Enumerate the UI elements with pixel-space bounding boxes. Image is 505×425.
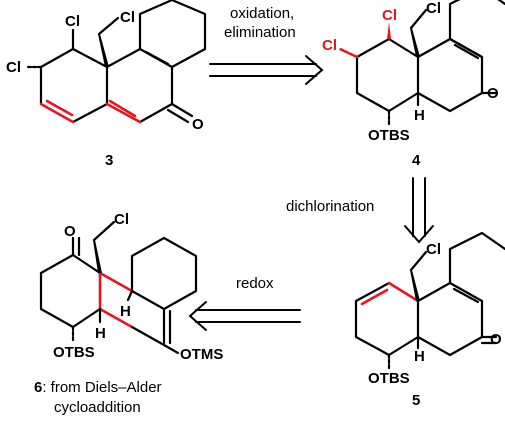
compound-5-oxygen: O xyxy=(490,331,502,348)
compound-5-otbs: OTBS xyxy=(368,370,410,387)
compound-6-otms: OTMS xyxy=(180,346,223,363)
compound-6-structure xyxy=(39,220,198,355)
compound-5-number: 5 xyxy=(412,392,420,409)
compound-4-cl-b: Cl xyxy=(322,37,337,54)
compound-3-cl-b: Cl xyxy=(6,59,21,76)
compound-4-oxygen: O xyxy=(487,85,499,102)
compound-4-hydrogen: H xyxy=(414,107,425,124)
arrow-label-elimination: elimination xyxy=(224,24,296,41)
compound-3-structure xyxy=(26,0,207,124)
compound-4-cl-a: Cl xyxy=(382,7,397,24)
compound-4-number: 4 xyxy=(412,152,421,169)
compound-3-oxygen: O xyxy=(192,116,204,133)
compound-5-cl-c: Cl xyxy=(426,241,441,258)
arrow-label-dichlorination: dichlorination xyxy=(286,198,374,215)
compound-5-structure xyxy=(354,231,505,370)
compound-6-hydrogen-2: H xyxy=(95,325,106,342)
compound-6-caption-line-1: : from Diels–Alder xyxy=(42,379,161,396)
compound-6-otbs: OTBS xyxy=(53,344,95,361)
arrow-dichlorination xyxy=(404,177,434,244)
compound-6-cl-c: Cl xyxy=(114,211,129,228)
compound-4-otbs: OTBS xyxy=(368,127,410,144)
compound-3-number: 3 xyxy=(105,152,113,169)
compound-6-oxygen: O xyxy=(64,223,76,240)
arrow-label-redox: redox xyxy=(236,275,274,292)
compound-5-hydrogen: H xyxy=(414,348,425,365)
compound-6-number: 6 xyxy=(34,379,42,396)
compound-3-cl-c: Cl xyxy=(120,9,135,26)
compound-4-structure xyxy=(338,0,505,126)
compound-4-cl-c: Cl xyxy=(426,0,441,17)
compound-3-cl-a: Cl xyxy=(65,13,80,30)
arrow-redox xyxy=(188,301,301,331)
compound-6-caption: 6: from Diels–Alder xyxy=(34,379,162,396)
compound-6-caption-line-2: cycloaddition xyxy=(54,399,141,416)
arrow-oxidation-elimination xyxy=(209,55,324,85)
arrow-label-oxidation: oxidation, xyxy=(230,5,294,22)
compound-6-hydrogen-1: H xyxy=(120,303,131,320)
